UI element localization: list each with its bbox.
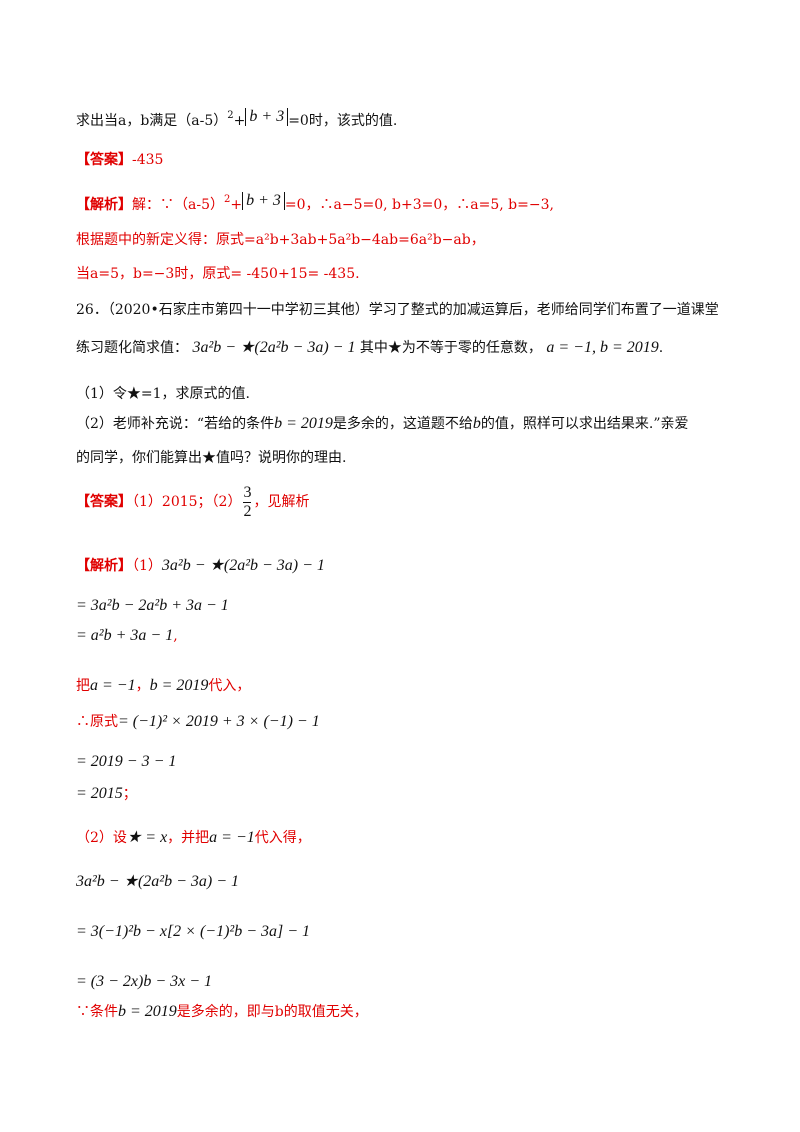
problem-condition-line: 求出当a，b满足（a-5）2+b + 3=0时，该式的值. <box>76 108 398 129</box>
part-2-expression: 3a²b − ★(2a²b − 3a) − 1 <box>76 873 239 890</box>
abs-value-expression: b + 3 <box>242 192 285 210</box>
substitution-result-line: 当a=5，b=−3时，原式= -450+15= -435. <box>76 266 360 282</box>
given-values: a = −1, b = 2019 <box>546 339 659 356</box>
part-2-step-1: = 3(−1)²b − x[2 × (−1)²b − 3a] − 1 <box>76 923 311 940</box>
analysis-line-25: 【解析】解：∵（a-5）2+b + 3=0，∴a−5=0, b+3=0，∴a=5… <box>76 192 554 213</box>
analysis-line-26: 【解析】（1）3a²b − ★(2a²b − 3a) − 1 <box>76 557 325 574</box>
answer-line-25: 【答案】-435 <box>76 152 164 168</box>
part-2-reason: ∵条件b = 2019是多余的，即与b的取值无关， <box>76 1003 368 1020</box>
answer-label: 【答案】 <box>76 152 132 168</box>
analysis-label: 【解析】 <box>76 197 132 213</box>
simplify-step-1: = 3a²b − 2a²b + 3a − 1 <box>76 597 229 614</box>
abs-value-expression: b + 3 <box>245 108 289 126</box>
substitute-line: 把a = −1，b = 2019代入， <box>76 677 251 694</box>
eval-step-1: = 2019 − 3 − 1 <box>76 753 177 770</box>
eval-step-2: = 2015； <box>76 785 137 802</box>
part-2-step-2: = (3 − 2x)b − 3x − 1 <box>76 973 213 990</box>
original-expression-eval: ∴原式= (−1)² × 2019 + 3 × (−1) − 1 <box>76 713 320 730</box>
expression: 3a²b − ★(2a²b − 3a) − 1 <box>192 339 356 356</box>
subquestion-2: （2）老师补充说：“若给的条件b = 2019是多余的，这道题不给b的值，照样可… <box>76 415 689 432</box>
analysis-label: 【解析】 <box>76 558 132 574</box>
problem-26-expression-line: 练习题化简求值： 3a²b − ★(2a²b − 3a) − 1 其中★为不等于… <box>76 339 664 356</box>
simplify-step-2: = a²b + 3a − 1, <box>76 627 178 644</box>
answer-label: 【答案】 <box>76 494 132 510</box>
problem-26-title: 26．（2020•石家庄市第四十一中学初三其他）学习了整式的加减运算后，老师给同… <box>76 302 719 318</box>
definition-line: 根据题中的新定义得：原式=a²b+3ab+5a²b−4ab=6a²b−ab， <box>76 232 485 248</box>
subquestion-1: （1）令★=1，求原式的值. <box>76 386 250 402</box>
part-2-setup: （2）设★ = x，并把a = −1代入得， <box>76 829 311 846</box>
subquestion-2-continued: 的同学，你们能算出★值吗？说明你的理由. <box>76 450 347 466</box>
